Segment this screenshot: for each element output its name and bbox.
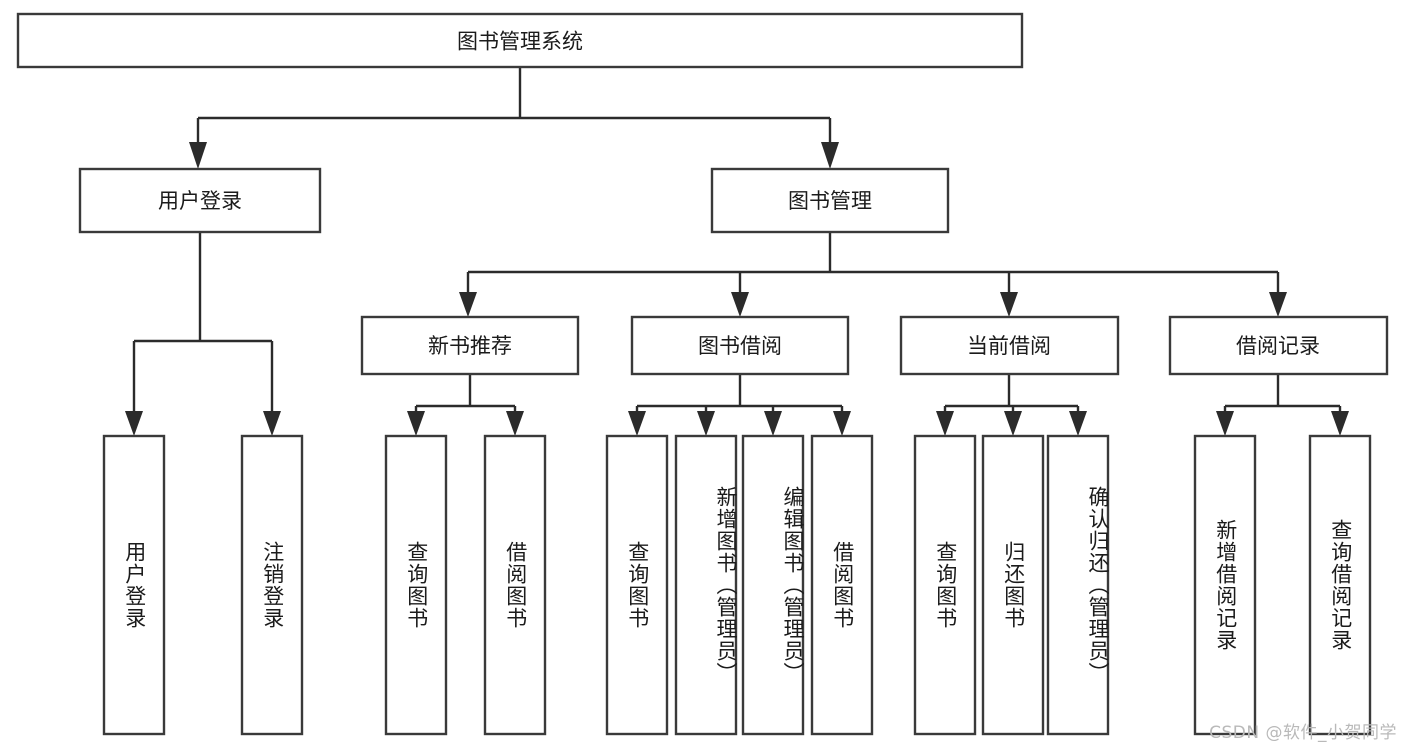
node-book-borrow-box[interactable]	[630, 315, 850, 376]
node-new-book-recommend-label: 新书推荐	[428, 334, 512, 358]
node-new-book-recommend-box[interactable]	[360, 315, 580, 376]
node-current-borrow[interactable]: 当前借阅	[899, 315, 1120, 376]
leaf-box-borrow-book-1[interactable]	[483, 434, 547, 736]
leaf-box-logout[interactable]	[240, 434, 304, 736]
leaf-box-query-book-2[interactable]	[605, 434, 669, 736]
node-user-login-box[interactable]	[78, 167, 322, 234]
edge-group-root	[189, 67, 839, 169]
node-root-label: 图书管理系统	[457, 30, 583, 54]
leaf-box-borrow-book-2[interactable]	[810, 434, 874, 736]
node-current-borrow-box[interactable]	[899, 315, 1120, 376]
node-book-management-label: 图书管理	[788, 189, 872, 213]
arrow-head-icon	[764, 411, 782, 436]
arrow-head-icon	[125, 411, 143, 436]
arrow-head-icon	[1216, 411, 1234, 436]
arrow-head-icon	[1331, 411, 1349, 436]
edge-group-newbook	[407, 374, 524, 436]
leaf-box-confirm-return[interactable]	[1046, 434, 1110, 736]
edge-group-userlogin	[125, 232, 281, 436]
node-new-book-recommend[interactable]: 新书推荐	[360, 315, 580, 376]
arrow-head-icon	[506, 411, 524, 436]
arrow-head-icon	[189, 142, 207, 169]
arrow-head-icon	[833, 411, 851, 436]
node-user-login-label: 用户登录	[158, 189, 242, 213]
node-root[interactable]: 图书管理系统	[16, 12, 1024, 69]
leaf-boxes	[102, 434, 1372, 736]
node-borrow-record[interactable]: 借阅记录	[1168, 315, 1389, 376]
arrow-head-icon	[407, 411, 425, 436]
edge-group-bookmgmt	[459, 232, 1287, 317]
arrow-head-icon	[821, 142, 839, 169]
leaf-box-add-record[interactable]	[1193, 434, 1257, 736]
node-book-borrow[interactable]: 图书借阅	[630, 315, 850, 376]
arrow-head-icon	[697, 411, 715, 436]
node-root-box[interactable]	[16, 12, 1024, 69]
watermark-label: CSDN @软件_小贺同学	[1209, 723, 1397, 743]
node-book-borrow-label: 图书借阅	[698, 334, 782, 358]
edge-group-borrow	[628, 374, 851, 436]
arrow-head-icon	[1069, 411, 1087, 436]
node-borrow-record-label: 借阅记录	[1236, 334, 1320, 358]
arrow-head-icon	[628, 411, 646, 436]
leaf-box-return-book[interactable]	[981, 434, 1045, 736]
arrow-head-icon	[731, 292, 749, 317]
arrow-head-icon	[1269, 292, 1287, 317]
node-book-management-box[interactable]	[710, 167, 950, 234]
edge-group-record	[1216, 374, 1349, 436]
leaf-box-query-record[interactable]	[1308, 434, 1372, 736]
leaf-box-query-book-3[interactable]	[913, 434, 977, 736]
leaf-box-add-book[interactable]	[674, 434, 738, 736]
node-borrow-record-box[interactable]	[1168, 315, 1389, 376]
arrow-head-icon	[1000, 292, 1018, 317]
edge-group-current	[936, 374, 1087, 436]
arrow-head-icon	[459, 292, 477, 317]
node-book-management[interactable]: 图书管理	[710, 167, 950, 234]
node-current-borrow-label: 当前借阅	[967, 334, 1051, 358]
leaf-box-user-login[interactable]	[102, 434, 166, 736]
arrow-head-icon	[263, 411, 281, 436]
node-user-login[interactable]: 用户登录	[78, 167, 322, 234]
arrow-head-icon	[1004, 411, 1022, 436]
arrow-head-icon	[936, 411, 954, 436]
leaf-box-edit-book[interactable]	[741, 434, 805, 736]
leaf-box-query-book-1[interactable]	[384, 434, 448, 736]
